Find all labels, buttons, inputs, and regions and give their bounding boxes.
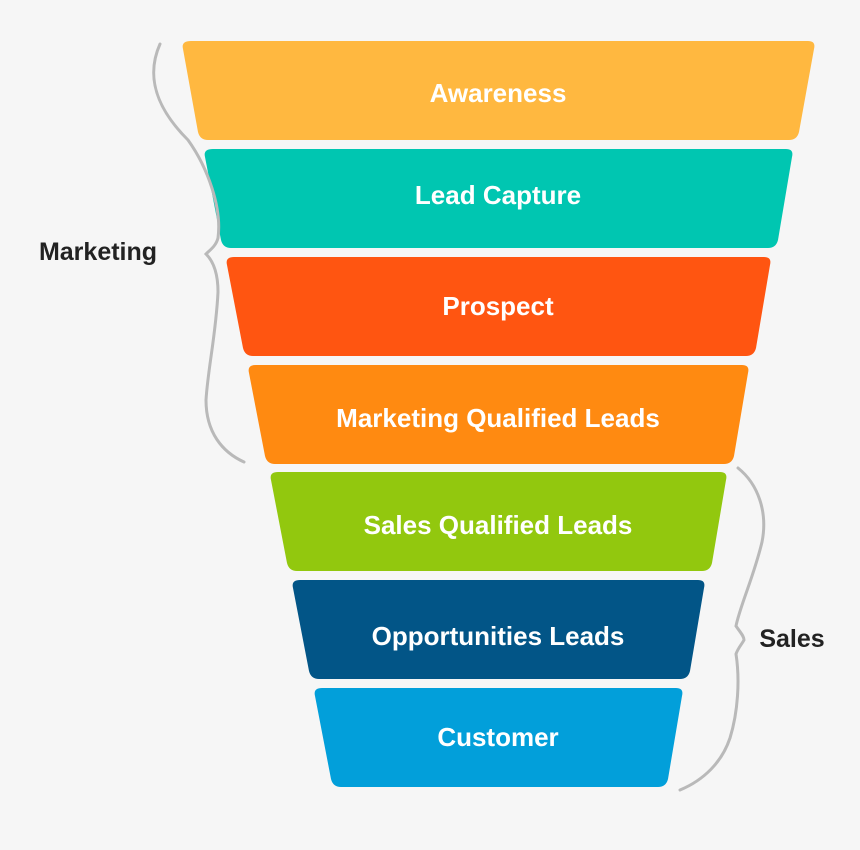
stage-label: Opportunities Leads <box>372 621 625 651</box>
sales-group-label: Sales <box>759 625 824 653</box>
stage-label: Lead Capture <box>415 180 581 210</box>
stage-band <box>204 149 793 248</box>
stage-band <box>314 688 683 787</box>
stage-band <box>270 472 727 571</box>
stage-label: Prospect <box>442 291 554 321</box>
funnel-stage-marketing-qualified-leads: Marketing Qualified Leads <box>248 365 749 464</box>
stage-band <box>248 365 749 464</box>
marketing-group-label: Marketing <box>39 238 157 266</box>
stage-band <box>226 257 771 356</box>
funnel-stage-prospect: Prospect <box>226 257 771 356</box>
stage-label: Marketing Qualified Leads <box>336 403 660 433</box>
funnel-stage-opportunities-leads: Opportunities Leads <box>292 580 705 679</box>
funnel-stage-awareness: Awareness <box>182 41 815 140</box>
stage-band <box>182 41 815 140</box>
marketing-brace <box>152 42 246 464</box>
funnel-stage-sales-qualified-leads: Sales Qualified Leads <box>270 472 727 571</box>
sales-brace <box>678 466 766 792</box>
stage-band <box>292 580 705 679</box>
stage-label: Customer <box>437 722 558 752</box>
stage-label: Awareness <box>430 78 567 108</box>
funnel-stage-lead-capture: Lead Capture <box>204 149 793 248</box>
stage-label: Sales Qualified Leads <box>364 510 633 540</box>
funnel-stage-customer: Customer <box>314 688 683 787</box>
